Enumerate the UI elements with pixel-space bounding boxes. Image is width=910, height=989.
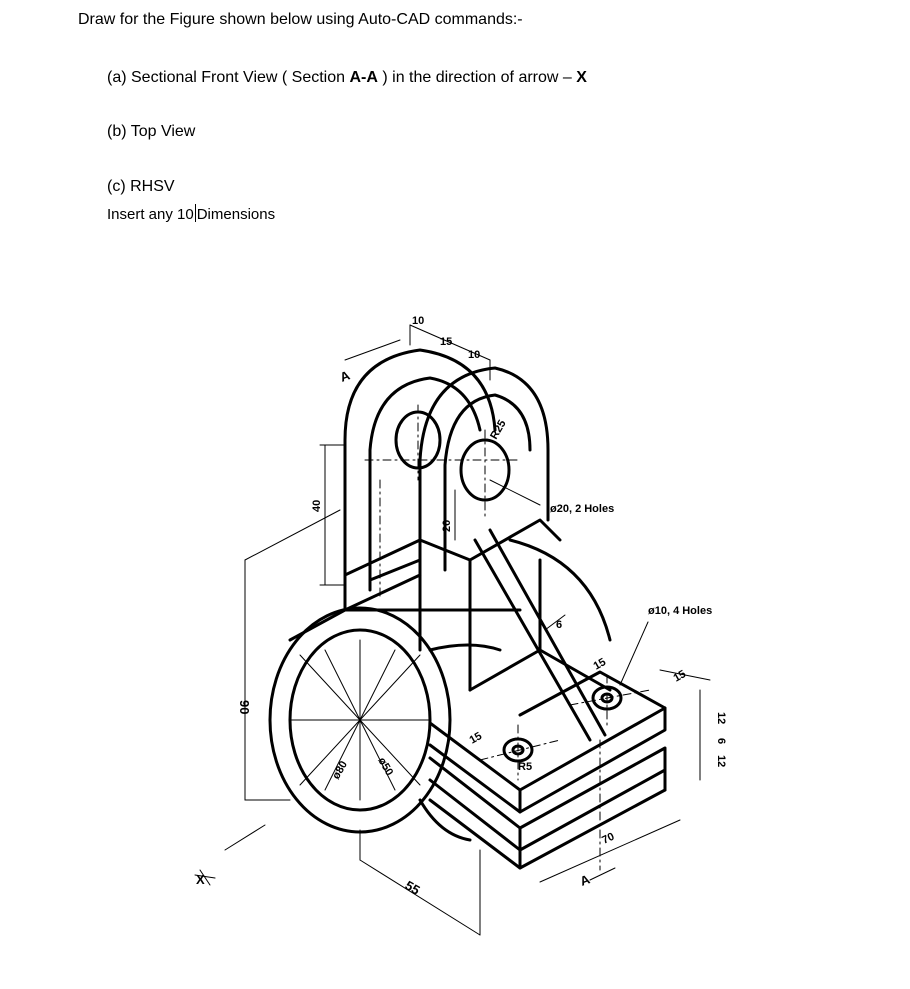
task-a-prefix: (a) Sectional Front View ( Section [107,69,350,86]
clevis-right [343,366,550,612]
section-label-a-top: A [338,367,353,385]
instruction-before: Insert any 10 [107,206,194,223]
dim-40: 40 [311,500,323,512]
dim-15-b: 15 [592,656,609,673]
dim-80: ø80 [330,759,350,781]
dimension-lines [194,324,711,936]
task-item-b: (b) Top View [107,123,196,140]
task-item-c: (c) RHSV [107,178,175,195]
dim-r25: R25 [488,418,508,441]
dim-6-b: 6 [715,738,727,744]
dim-90: 90 [237,700,252,714]
arrow-label: X [576,69,587,86]
dim-r5: R5 [518,761,532,773]
dim-55: 55 [403,878,423,898]
dim-15: 15 [440,336,452,348]
task-a-middle: ) in the direction of arrow – [377,69,577,86]
task-item-a: (a) Sectional Front View ( Section A-A )… [107,69,587,87]
cylinder [268,606,522,842]
centre-lines [364,404,651,871]
instruction-after: Dimensions [196,206,276,223]
base-plate [428,746,667,870]
dim-50: ø50 [375,756,395,778]
dim-holes-10: ø10, 4 Holes [648,605,712,617]
dim-15-d: 15 [468,730,485,747]
dim-15-c: 15 [672,668,689,685]
dim-10-top: 10 [412,315,424,327]
dim-10-right: 10 [468,349,480,361]
dim-holes-20: ø20, 2 Holes [550,503,614,515]
dim-12-b: 12 [715,755,727,767]
dim-6: 6 [556,619,562,631]
arrow-x-label: X [196,872,205,887]
dim-20: 20 [441,520,453,532]
text-cursor [194,204,196,222]
cylinder-center-lines [289,639,431,801]
page-title: Draw for the Figure shown below using Au… [78,11,523,28]
rib [473,528,607,742]
dim-12-a: 12 [715,712,727,724]
upper-plate [428,670,667,814]
section-label: A-A [349,69,378,86]
dim-70: 70 [600,831,616,847]
